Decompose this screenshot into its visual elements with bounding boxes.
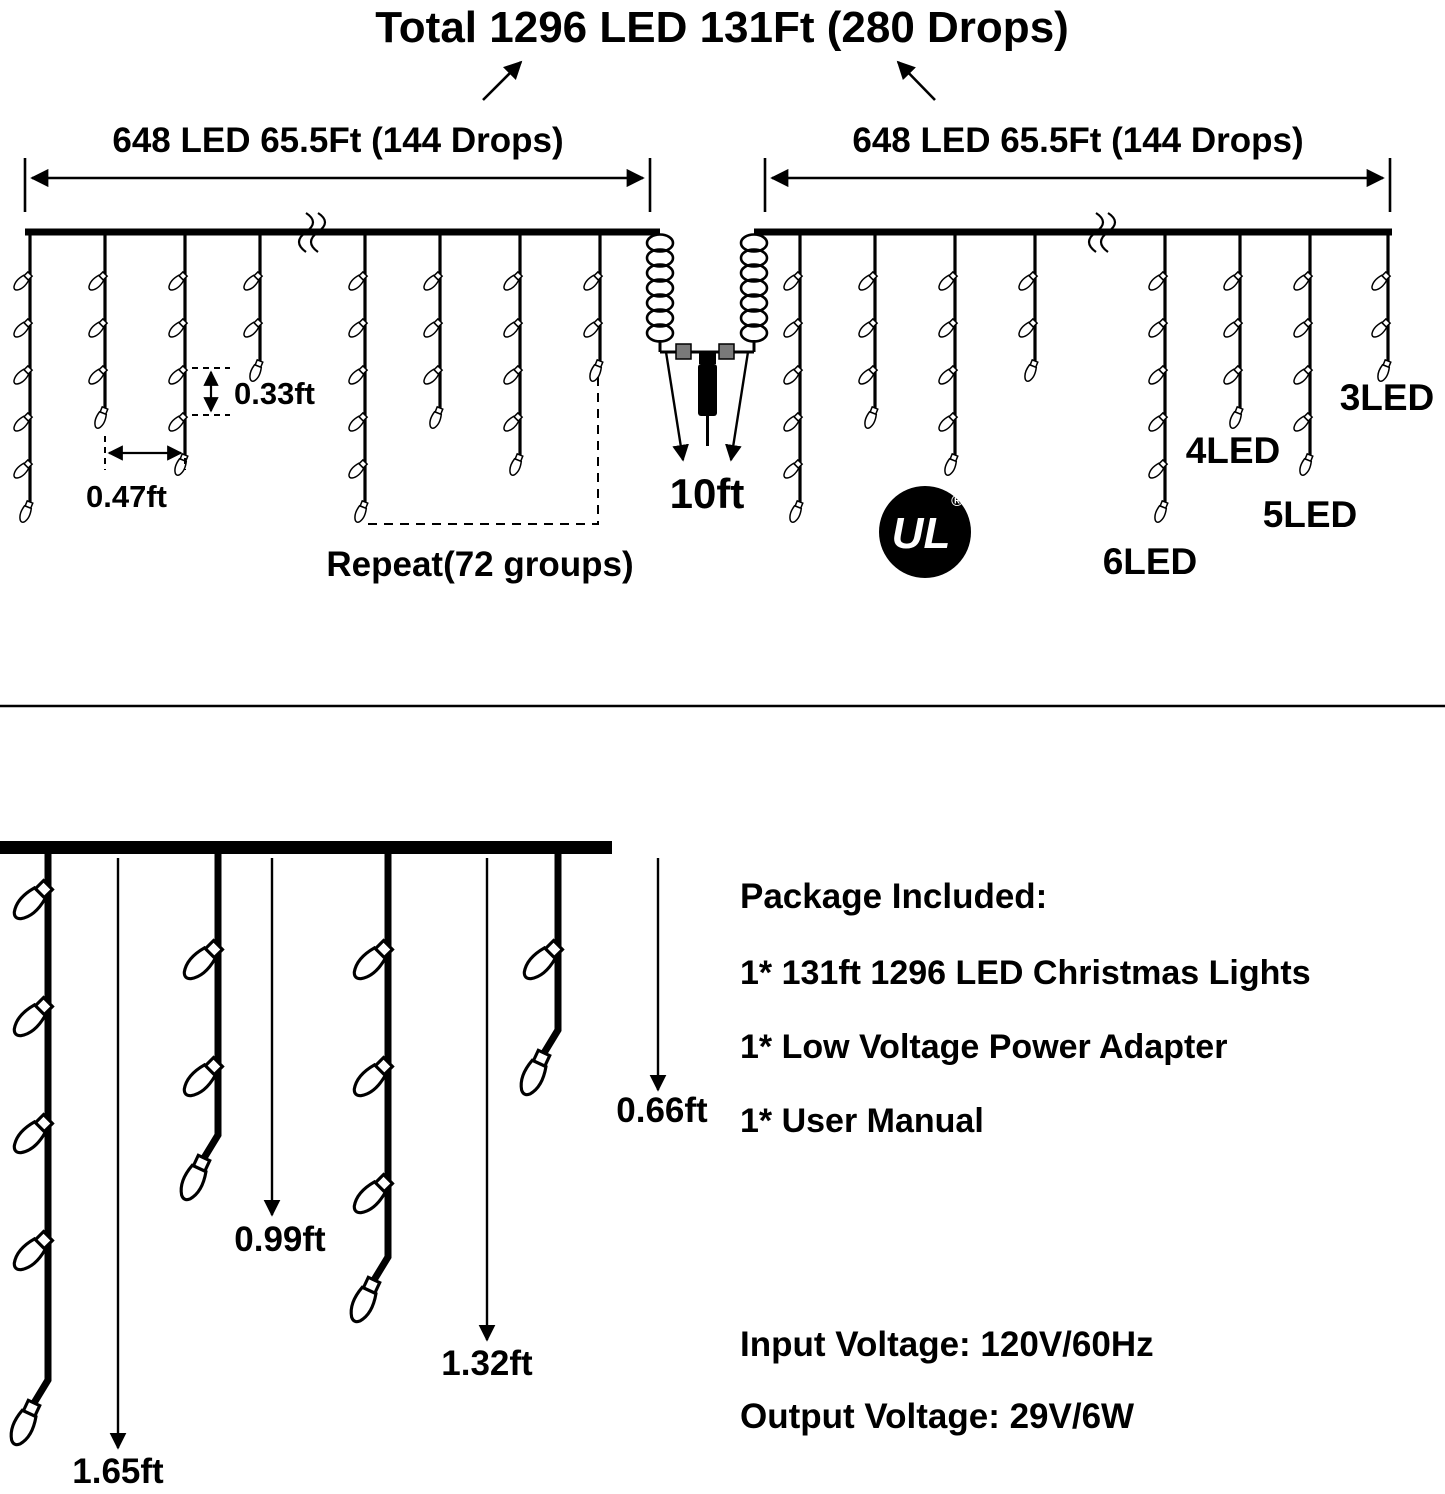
- bulb-icon: [786, 499, 806, 525]
- bulb-icon: [16, 499, 36, 525]
- bulb-icon: [514, 1047, 555, 1100]
- lead-arrow-left: [664, 351, 689, 462]
- light-drop: [165, 232, 191, 478]
- break-mark: [1087, 212, 1117, 253]
- bulb-icon: [1151, 499, 1171, 525]
- light-drop: [240, 232, 266, 384]
- vertical-gap-label: 0.33ft: [234, 376, 315, 411]
- bulb-icon: [1021, 358, 1041, 384]
- ul-badge: UL ®: [879, 486, 971, 578]
- horizontal-gap-label: 0.47ft: [86, 479, 167, 514]
- detail-wire-bar: [0, 841, 612, 854]
- connector-block-icon: [675, 343, 692, 360]
- light-drop: [500, 232, 526, 478]
- light-drop: [1368, 232, 1394, 384]
- coil-loop: [739, 308, 769, 328]
- light-drop: [855, 232, 881, 431]
- title-arrow-left: [482, 60, 523, 101]
- led-label-6: 6LED: [1103, 541, 1198, 582]
- dimension-horizontal-gap: 0.47ft: [86, 436, 186, 514]
- coil-loop: [645, 248, 675, 268]
- coil-loop: [645, 263, 675, 283]
- light-drop: [345, 232, 371, 525]
- package-heading: Package Included:: [740, 877, 1047, 916]
- bulb-icon: [506, 452, 526, 478]
- coil-loop: [645, 233, 675, 253]
- coil-loop: [739, 248, 769, 268]
- bulb-icon: [91, 405, 111, 431]
- light-drop: [1015, 232, 1041, 384]
- ul-registered-mark: ®: [951, 493, 963, 510]
- ul-mark-text: UL: [892, 509, 951, 558]
- light-drop: [1220, 232, 1246, 431]
- light-drop: [10, 232, 36, 525]
- break-mark: [297, 212, 327, 253]
- page-title: Total 1296 LED 131Ft (280 Drops): [375, 3, 1069, 52]
- bulb-icon: [171, 452, 191, 478]
- coil-loop: [739, 293, 769, 313]
- light-drop: [935, 232, 961, 478]
- coil-wire-icon: [645, 233, 769, 343]
- input-voltage: Input Voltage: 120V/60Hz: [740, 1325, 1154, 1364]
- connector-block-icon: [718, 343, 735, 360]
- top-drops: [10, 232, 1394, 525]
- package-item-1: 1* 131ft 1296 LED Christmas Lights: [740, 954, 1311, 992]
- bulb-icon: [174, 1152, 215, 1205]
- detail-view: 1.65ft 0.99ft 1.32ft 0.66ft: [0, 841, 708, 1491]
- bulb-icon: [1296, 452, 1316, 478]
- header: Total 1296 LED 131Ft (280 Drops) 648 LED…: [23, 3, 1392, 212]
- string-diagram: 10ft: [10, 212, 1394, 525]
- bulb-icon: [1226, 405, 1246, 431]
- bulb-icon: [4, 1397, 45, 1450]
- lead-length-label: 10ft: [670, 470, 745, 517]
- light-drop-detail: [514, 854, 567, 1100]
- coil-loop: [739, 278, 769, 298]
- length-label-3: 1.32ft: [441, 1344, 533, 1383]
- bulb-icon: [351, 499, 371, 525]
- section-label-right: 648 LED 65.5Ft (144 Drops): [852, 121, 1303, 160]
- led-label-3: 3LED: [1340, 377, 1435, 418]
- plug-cap-icon: [699, 352, 716, 364]
- repeat-label: Repeat(72 groups): [326, 545, 633, 584]
- length-label-4: 0.66ft: [616, 1091, 708, 1130]
- length-label-1: 1.65ft: [72, 1452, 164, 1491]
- output-voltage: Output Voltage: 29V/6W: [740, 1397, 1134, 1436]
- repeat-group: Repeat(72 groups): [326, 372, 634, 584]
- bulb-icon: [426, 405, 446, 431]
- dimension-vertical-gap: 0.33ft: [192, 367, 315, 416]
- coil-loop: [645, 278, 675, 298]
- light-drop: [85, 232, 111, 431]
- bulb-icon: [344, 1274, 385, 1327]
- light-drop: [1145, 232, 1171, 525]
- bulb-icon: [586, 358, 606, 384]
- led-count-labels: 3LED 4LED 5LED 6LED: [1103, 377, 1435, 582]
- bulb-icon: [941, 452, 961, 478]
- coil-loop: [739, 233, 769, 253]
- package-item-2: 1* Low Voltage Power Adapter: [740, 1028, 1227, 1066]
- light-drop-detail: [4, 854, 57, 1450]
- lead-arrow-right: [725, 351, 750, 462]
- light-drop-detail: [174, 854, 227, 1205]
- length-label-2: 0.99ft: [234, 1220, 326, 1259]
- light-drop: [580, 232, 606, 384]
- package-item-3: 1* User Manual: [740, 1102, 984, 1140]
- coil-loop: [645, 308, 675, 328]
- title-arrow-right: [896, 60, 936, 101]
- led-label-5: 5LED: [1263, 494, 1358, 535]
- power-connector: [658, 340, 756, 446]
- bulb-icon: [861, 405, 881, 431]
- detail-drops: [4, 854, 567, 1450]
- package-info: Package Included: 1* 131ft 1296 LED Chri…: [740, 877, 1311, 1436]
- ul-circle-icon: [879, 486, 971, 578]
- section-label-left: 648 LED 65.5Ft (144 Drops): [112, 121, 563, 160]
- light-drop: [780, 232, 806, 525]
- led-label-4: 4LED: [1186, 430, 1281, 471]
- light-drop: [420, 232, 446, 431]
- light-drop-detail: [344, 854, 397, 1327]
- coil-loop: [645, 293, 675, 313]
- coil-loop: [739, 263, 769, 283]
- light-drop: [1290, 232, 1316, 478]
- plug-body-icon: [698, 364, 717, 416]
